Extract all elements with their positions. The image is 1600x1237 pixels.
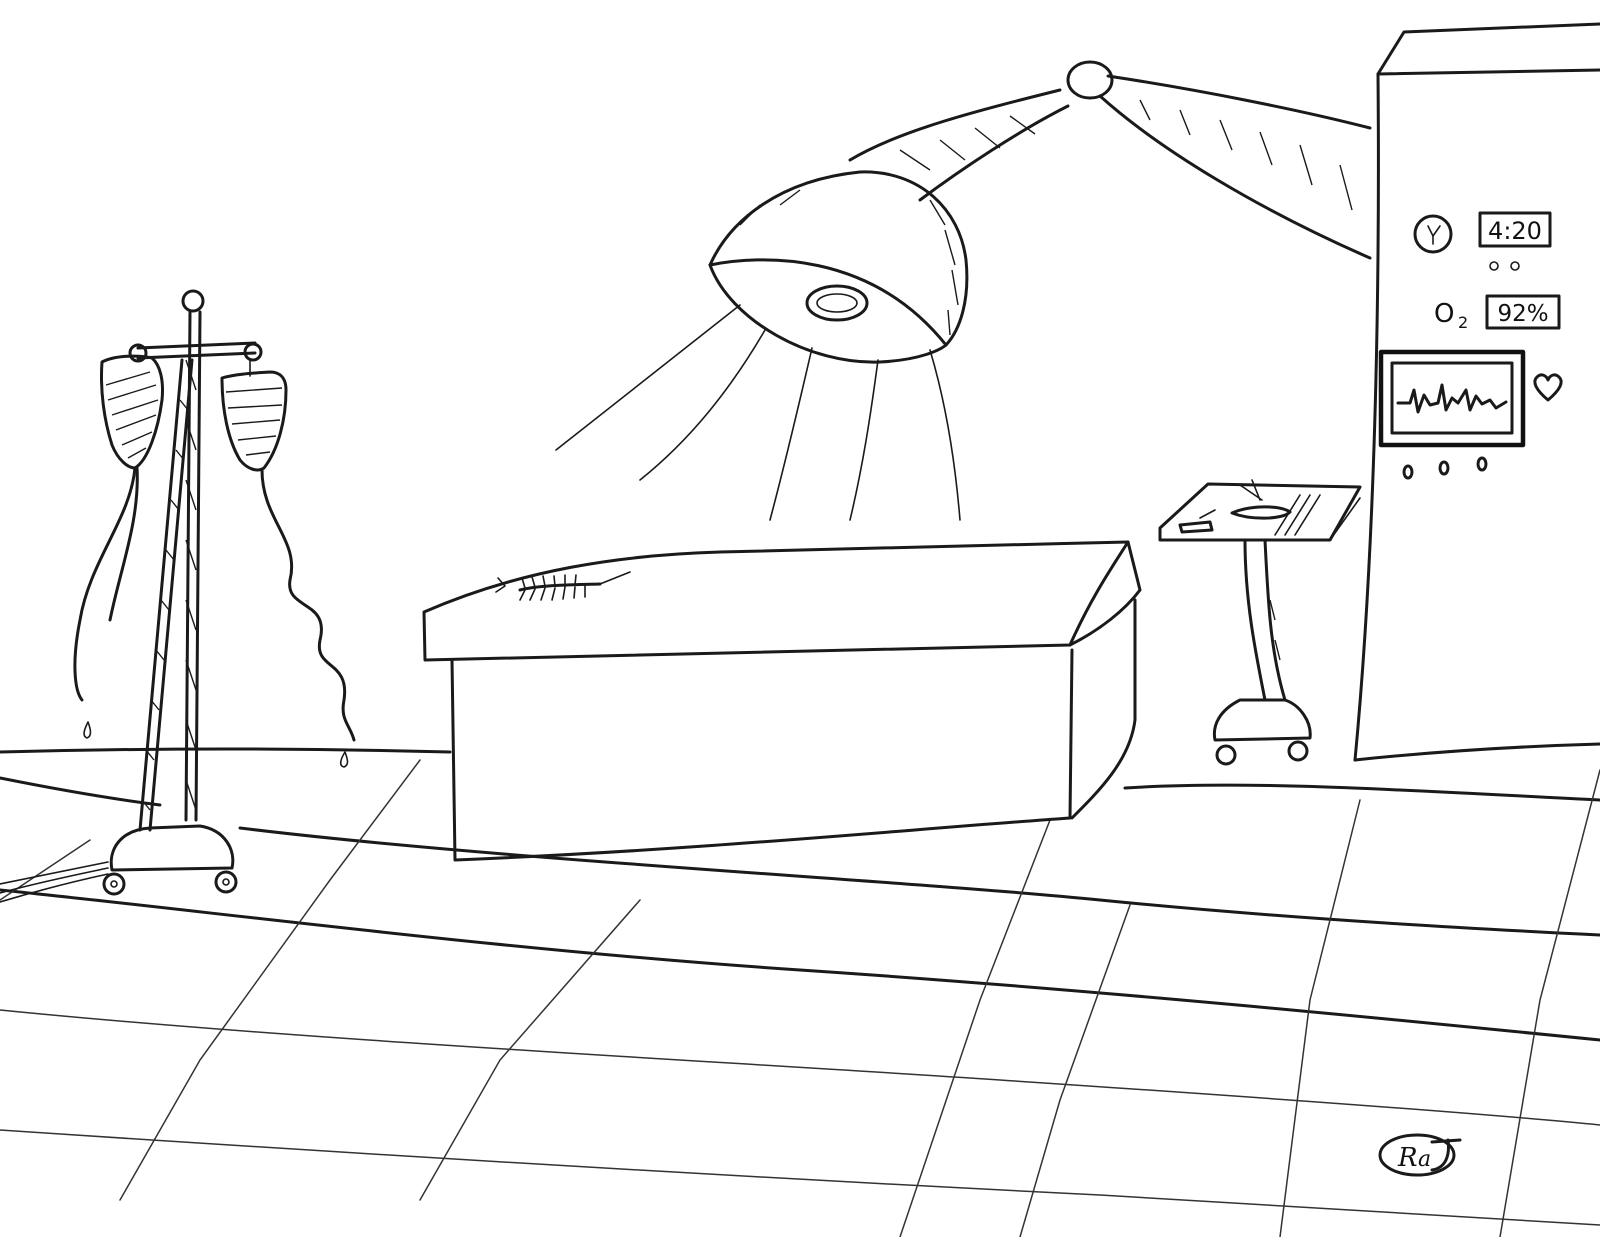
clock-icon	[1413, 214, 1453, 254]
centipede	[495, 571, 631, 601]
iv-stand	[0, 289, 356, 903]
monitor-tower: 4:20 O 2 92%	[1353, 22, 1600, 762]
ecg-trace	[1396, 383, 1508, 414]
oxygen-subscript: 2	[1458, 313, 1468, 332]
instrument-tray	[1158, 479, 1362, 766]
oxygen-readout: 92%	[1497, 301, 1548, 327]
operating-table	[422, 540, 1142, 862]
oxygen-label: O	[1434, 299, 1454, 329]
svg-text:R: R	[1397, 1143, 1418, 1173]
artist-signature: R a	[1378, 1133, 1462, 1177]
clock-readout: 4:20	[1488, 217, 1542, 245]
svg-text:a: a	[1418, 1147, 1431, 1172]
floor-tiles	[0, 747, 1600, 1237]
heart-icon	[1533, 373, 1563, 402]
surgical-lamp	[555, 60, 1372, 521]
